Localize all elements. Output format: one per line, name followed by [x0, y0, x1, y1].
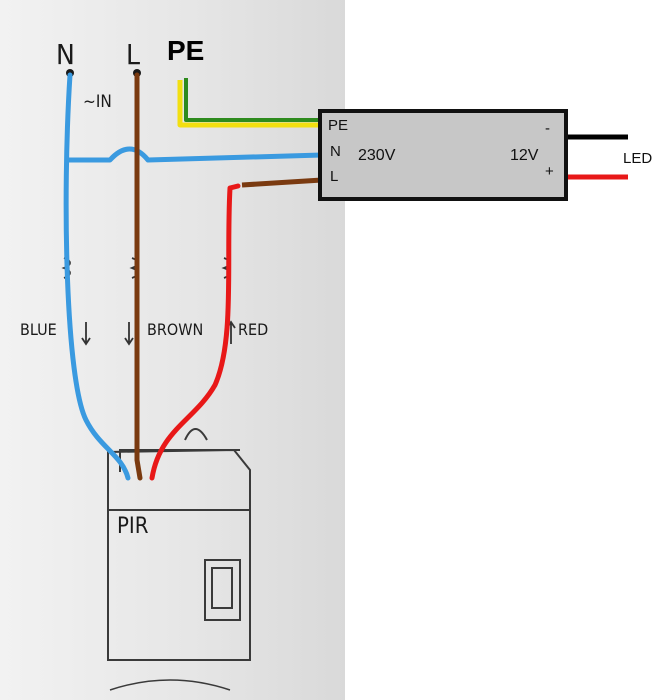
led-load-label: LED [623, 150, 653, 167]
earth-label: PE [167, 35, 205, 66]
printed-pir-outline [107, 428, 251, 691]
neutral-wire-blue [63, 72, 131, 481]
input-label: ~IN [83, 92, 112, 112]
led-driver-box [318, 109, 568, 201]
red-wire-label: RED [238, 320, 269, 339]
line-wire-brown [134, 72, 143, 481]
line-terminal-label: L [126, 38, 141, 71]
driver-n-terminal: N [330, 143, 341, 160]
earth-wire-green [184, 78, 322, 122]
driver-input-voltage: 230V [358, 147, 396, 164]
brown-wire-label: BROWN [147, 320, 204, 339]
driver-minus-terminal: - [545, 120, 550, 137]
neutral-terminal-label: N [56, 38, 75, 71]
switched-line-red [149, 183, 241, 481]
driver-pe-terminal: PE [328, 117, 349, 134]
driver-plus-terminal: + [545, 163, 554, 180]
neutral-bridge-blue [68, 146, 323, 163]
blue-wire-label: BLUE [20, 320, 57, 339]
pir-manual-background [0, 0, 345, 700]
earth-wire-yellow [177, 80, 322, 128]
pir-sensor-label: PIR [117, 514, 149, 539]
switched-line-brown [241, 177, 323, 188]
driver-output-voltage: 12V [510, 147, 539, 164]
driver-l-terminal: L [330, 168, 339, 185]
